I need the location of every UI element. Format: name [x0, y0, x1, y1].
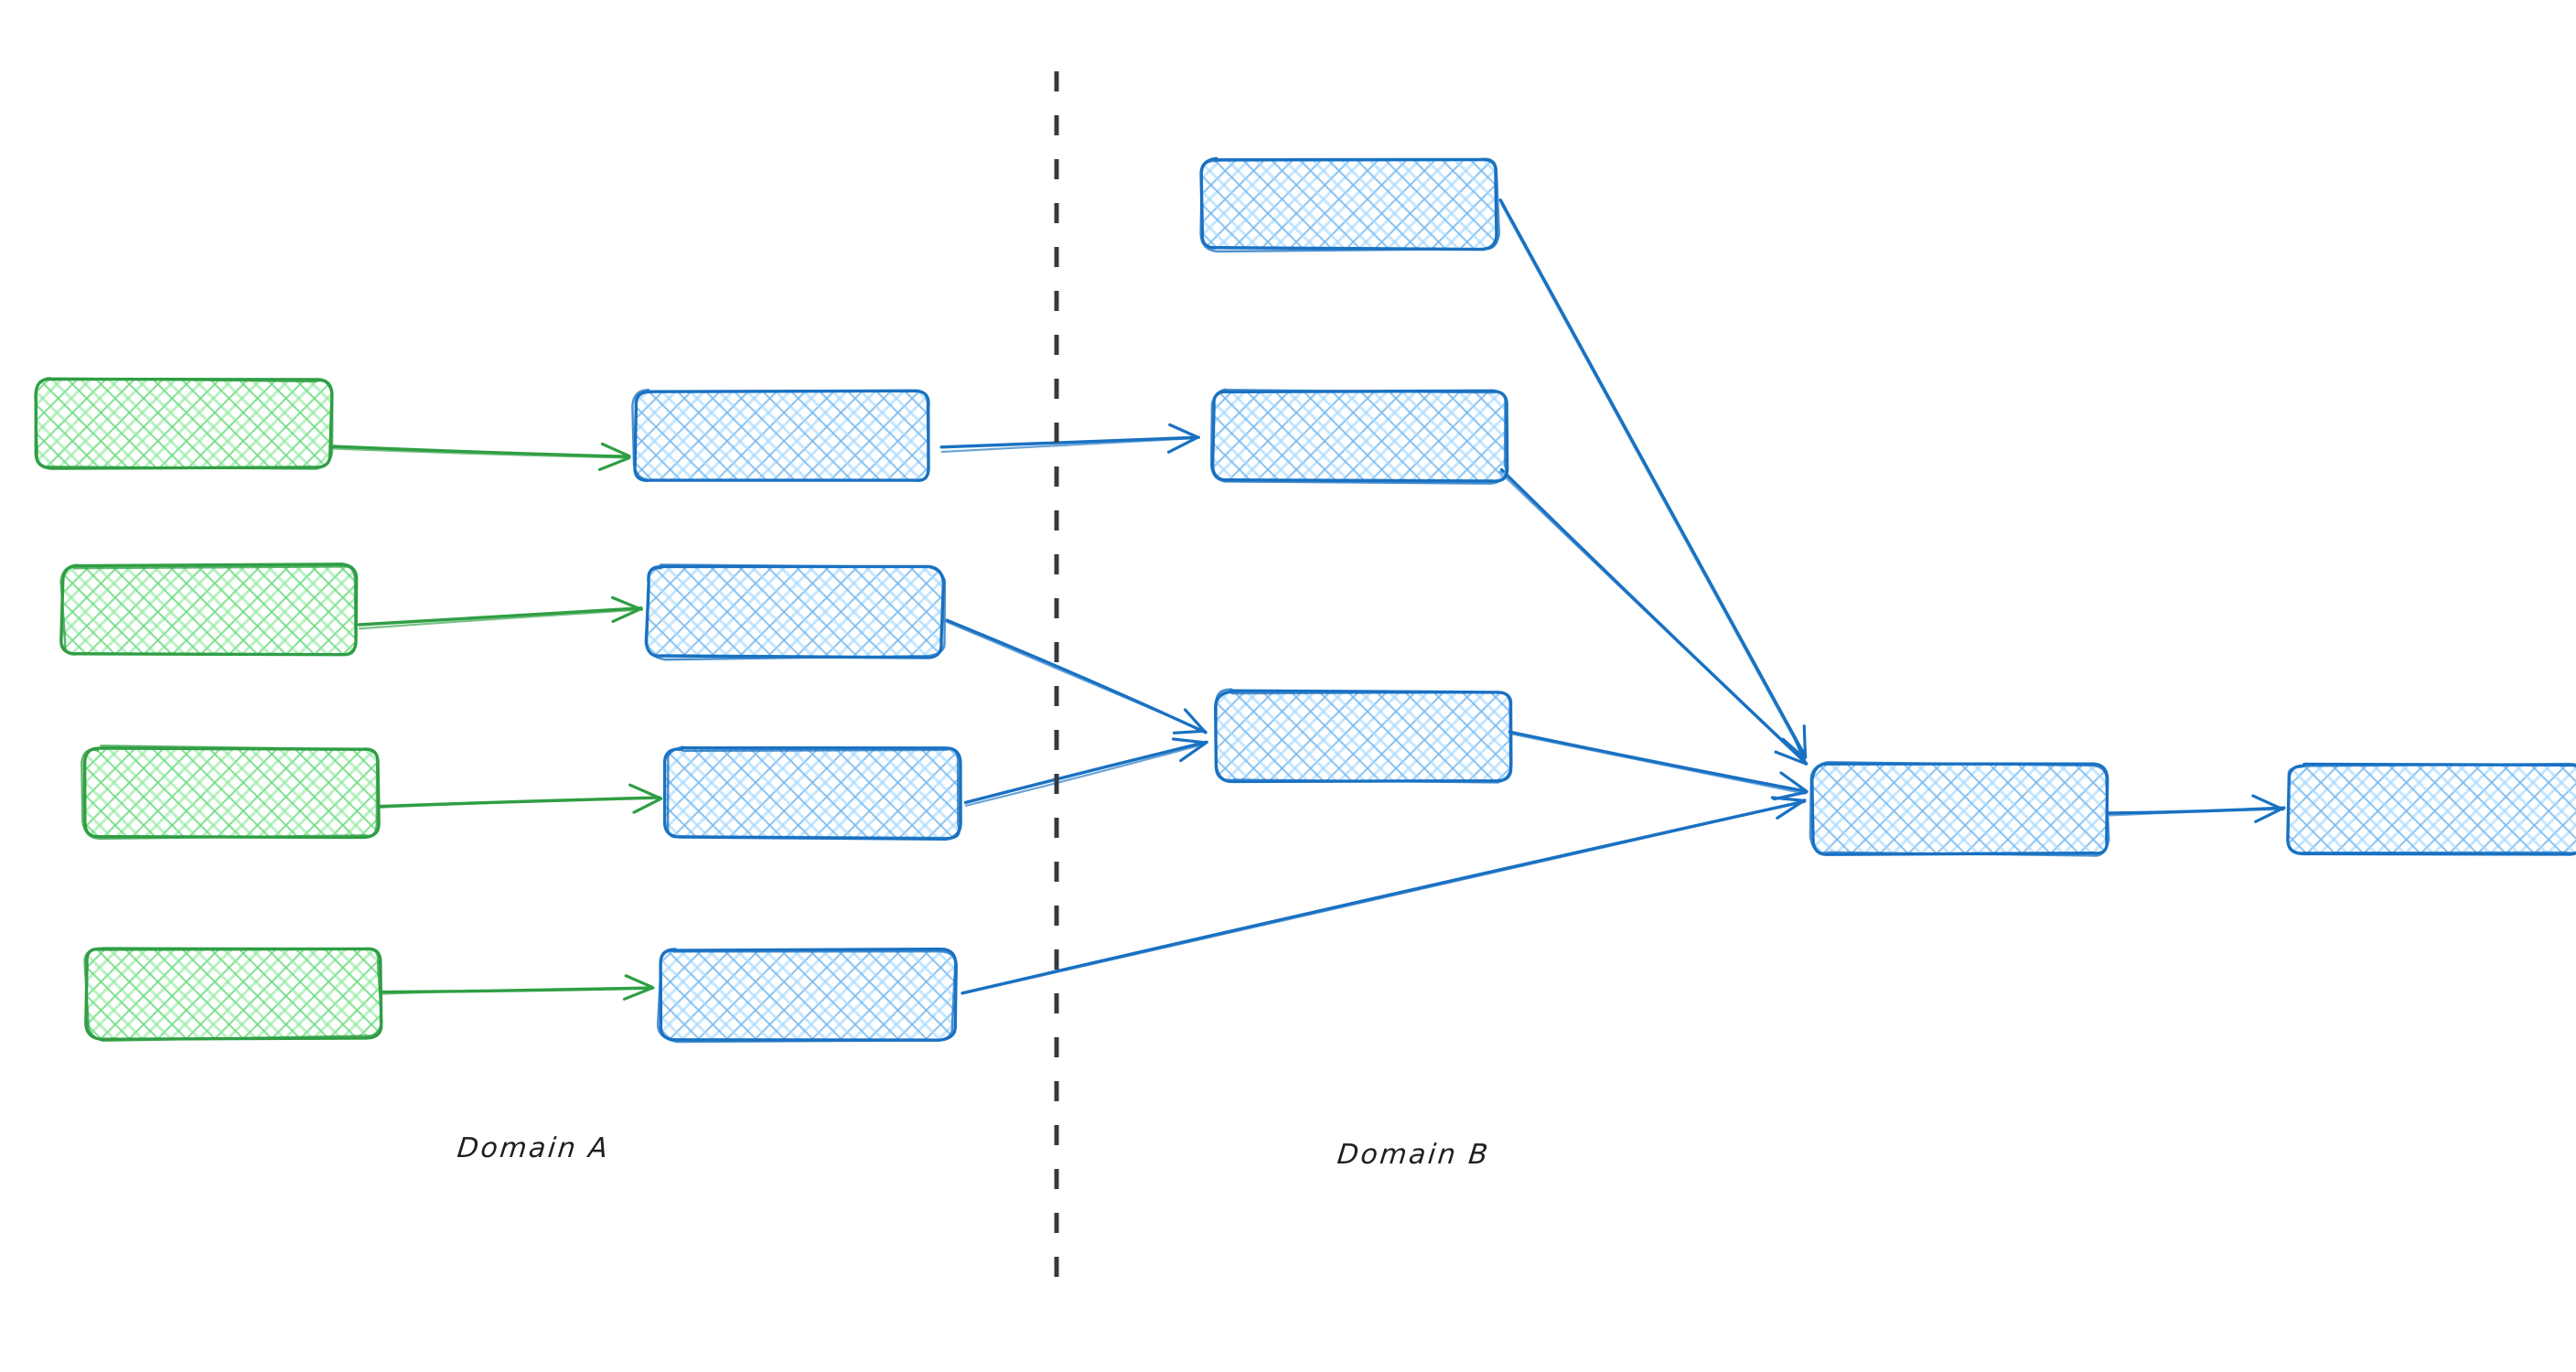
edge-arrowhead [1166, 435, 1199, 454]
node-outline [2287, 762, 2576, 854]
edge-shaft [380, 986, 654, 995]
node-b-mid[interactable] [1209, 388, 1509, 485]
edge-arrowhead [1172, 729, 1207, 734]
node-a-src-1[interactable] [34, 377, 334, 470]
edge-arrowhead [632, 797, 662, 814]
edge-e6 [945, 618, 1208, 734]
node-outline [59, 564, 357, 656]
edge-shaft [939, 435, 1200, 449]
edge-shaft [357, 606, 643, 627]
node-b-merge[interactable] [1809, 761, 2110, 857]
node-fill-hatch-b [1202, 159, 1497, 249]
edge-arrowhead [1802, 724, 1808, 759]
node-fill-hatch-b [86, 949, 381, 1038]
edge-arrowhead [628, 783, 663, 800]
edge-e5 [939, 423, 1200, 454]
nodes-layer [34, 156, 2576, 1044]
node-outline [1199, 157, 1501, 253]
node-outline [84, 947, 383, 1041]
node-b-out[interactable] [2286, 762, 2576, 856]
node-outline [666, 745, 961, 840]
domain-a-label: Domain A [456, 1132, 612, 1164]
edge-shaft [1508, 730, 1808, 793]
edge-shaft [1508, 733, 1807, 795]
edge-shaft [379, 796, 661, 809]
node-fill-hatch-b [1213, 391, 1508, 481]
node-fill-hatch-b [84, 748, 379, 838]
node-fill-hatch-b [635, 391, 929, 481]
edge-arrowhead [1172, 737, 1208, 745]
edge-shaft [945, 620, 1208, 734]
edge-arrowhead [1774, 750, 1809, 766]
node-fill-hatch-b [1813, 765, 2108, 854]
node-a-src-4[interactable] [83, 947, 383, 1042]
node-fill-hatch-b [648, 567, 942, 657]
edge-arrowhead [600, 442, 631, 458]
node-fill-hatch-b [660, 949, 955, 1039]
node-outline [1810, 762, 2109, 856]
node-outline [662, 745, 962, 841]
edge-e1 [328, 442, 631, 472]
node-outline [1809, 761, 2110, 857]
edge-arrowhead [1791, 733, 1808, 766]
edge-arrowhead [2251, 794, 2285, 811]
node-a-mid-2[interactable] [644, 563, 947, 661]
node-fill-hatch-b [62, 565, 357, 655]
edge-shaft [964, 743, 1207, 807]
node-outline [83, 947, 383, 1042]
edge-e9 [1498, 198, 1808, 760]
edge-shaft [961, 800, 1807, 995]
domain-b-label: Domain B [1336, 1139, 1492, 1171]
node-fill-hatch-b [37, 379, 331, 468]
edge-shaft [331, 447, 631, 459]
node-a-src-3[interactable] [80, 745, 381, 841]
edge-shaft [940, 436, 1199, 454]
node-outline [644, 563, 947, 661]
edge-shaft [2109, 808, 2285, 817]
edge-arrowhead [1772, 790, 1809, 801]
edge-shaft [1498, 198, 1808, 758]
edge-shaft [963, 740, 1208, 805]
node-fill-hatch-b [1217, 691, 1511, 781]
edge-e2 [357, 595, 643, 630]
node-a-src-2[interactable] [59, 563, 359, 657]
edge-shaft [1498, 470, 1808, 766]
edge-e11 [1508, 730, 1809, 801]
edge-arrowhead [1168, 423, 1200, 439]
edge-e12 [2106, 794, 2286, 823]
edge-arrowhead [611, 606, 643, 624]
node-a-mid-3[interactable] [662, 745, 962, 841]
node-outline [1214, 688, 1513, 784]
node-a-mid-4[interactable] [656, 947, 958, 1044]
edge-arrowhead [2254, 807, 2284, 823]
edge-arrowhead [611, 595, 643, 611]
node-outline [656, 949, 957, 1044]
edge-e8 [961, 796, 1807, 995]
edge-e3 [378, 783, 663, 814]
node-outline [34, 377, 334, 470]
node-outline [1209, 388, 1508, 485]
edge-arrowhead [622, 986, 655, 1001]
node-outline [80, 745, 379, 841]
node-fill-hatch-b [666, 748, 961, 838]
edge-arrowhead [624, 974, 654, 989]
node-b-low[interactable] [1214, 688, 1513, 784]
edge-e7 [963, 737, 1208, 807]
edge-arrowhead [597, 456, 631, 472]
edge-arrowhead [1779, 771, 1809, 793]
node-b-top[interactable] [1199, 156, 1501, 253]
edge-shaft [328, 445, 631, 458]
edge-shaft [358, 608, 640, 630]
edges-layer [328, 198, 2286, 1001]
edge-shaft [1499, 202, 1806, 759]
node-outline [631, 388, 930, 482]
edge-e4 [380, 974, 655, 1001]
edge-arrowhead [1776, 799, 1807, 820]
edge-arrowhead [1183, 708, 1208, 734]
edge-arrowhead [1179, 740, 1208, 763]
node-fill-hatch-b [2289, 765, 2576, 854]
node-a-mid-1[interactable] [631, 388, 930, 482]
edge-e10 [1498, 467, 1809, 766]
